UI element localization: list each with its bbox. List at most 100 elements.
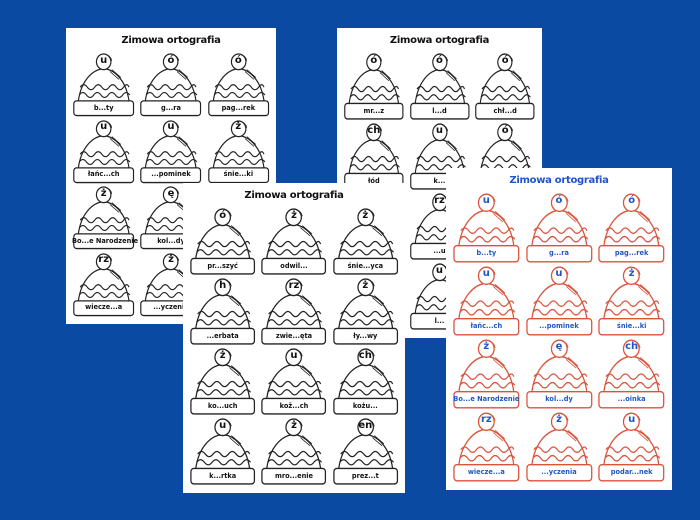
winter-hat-icon xyxy=(261,418,327,485)
word-with-gap: pag...rek xyxy=(614,248,649,257)
missing-letter: rz xyxy=(98,254,110,266)
hat-item: ż śnie...yca xyxy=(332,207,399,277)
missing-letter: ż xyxy=(100,187,107,199)
missing-letter: ę xyxy=(555,340,563,352)
missing-letter: ż xyxy=(362,209,369,221)
missing-letter: ó xyxy=(501,54,509,66)
hat-item: rz zwie...ęta xyxy=(260,277,327,347)
missing-letter: u xyxy=(482,194,490,206)
winter-hat-icon xyxy=(344,53,404,120)
winter-hat-icon xyxy=(73,252,135,316)
winter-hat-icon xyxy=(598,339,665,409)
hat-item: rz wiecze...a xyxy=(452,411,521,484)
word-with-gap: ...yczenia xyxy=(153,303,189,312)
missing-letter: u xyxy=(435,124,444,136)
winter-hat-icon xyxy=(598,193,665,263)
word-with-gap: śnie...yca xyxy=(347,261,384,270)
word-with-gap: g...ra xyxy=(549,248,569,257)
missing-letter: rz xyxy=(480,413,492,425)
missing-letter: rz xyxy=(288,279,300,291)
word-with-gap: ko...uch xyxy=(207,401,238,410)
hat-item: u ...pominek xyxy=(139,119,202,186)
missing-letter: ż xyxy=(628,267,635,279)
word-with-gap: kol...dy xyxy=(545,394,573,403)
winter-hat-icon xyxy=(475,53,535,120)
hat-item: rz wiecze...a xyxy=(72,252,135,319)
missing-letter: ch xyxy=(358,349,372,361)
winter-hat-icon xyxy=(332,418,398,485)
hat-item: ó pag...rek xyxy=(597,192,666,265)
winter-hat-icon xyxy=(261,278,327,345)
missing-letter: ż xyxy=(556,413,562,425)
word-with-gap: śnie...ki xyxy=(616,321,647,330)
word-with-gap: kož...ch xyxy=(279,401,309,410)
missing-letter: h xyxy=(219,279,227,291)
winter-hat-icon xyxy=(73,119,135,183)
winter-hat-icon xyxy=(140,53,202,117)
word-with-gap: ...erbata xyxy=(206,331,239,340)
winter-hat-icon xyxy=(453,193,520,263)
word-with-gap: mro...enie xyxy=(274,471,314,480)
word-with-gap: ...pominek xyxy=(151,170,191,179)
missing-letter: ó xyxy=(219,209,227,221)
winter-hat-icon xyxy=(453,412,520,482)
winter-hat-icon xyxy=(332,348,398,415)
word-with-gap: mr...z xyxy=(363,106,385,115)
missing-letter: ó xyxy=(436,54,443,66)
missing-letter: ó xyxy=(370,54,378,66)
missing-letter: rz xyxy=(434,194,445,206)
winter-hat-icon xyxy=(207,119,269,183)
missing-letter: u xyxy=(482,267,490,279)
word-with-gap: kol...dy xyxy=(157,236,185,245)
missing-letter: ó xyxy=(167,54,175,66)
missing-letter: ó xyxy=(628,194,636,206)
word-with-gap: podar...nek xyxy=(610,467,653,476)
winter-hat-icon xyxy=(598,266,665,336)
winter-hat-icon xyxy=(332,208,398,275)
missing-letter: u xyxy=(628,413,636,425)
word-with-gap: ...u xyxy=(433,246,446,255)
word-with-gap: b...ty xyxy=(93,103,114,112)
missing-letter: ch xyxy=(367,124,381,136)
word-with-gap: l...d xyxy=(432,106,447,115)
winter-hat-icon xyxy=(525,193,593,263)
missing-letter: ż xyxy=(291,419,297,431)
winter-hat-icon xyxy=(453,266,520,336)
word-with-gap: l... xyxy=(434,316,445,325)
word-with-gap: pr...szyć xyxy=(207,261,238,270)
word-with-gap: zwie...ęta xyxy=(275,331,313,340)
word-with-gap: wiecze...a xyxy=(467,467,505,476)
worksheet-title: Zimowa ortografia xyxy=(509,175,609,186)
hat-item: ę kol...dy xyxy=(525,338,594,411)
missing-letter: ch xyxy=(625,340,639,352)
hat-item: u...pominek xyxy=(525,265,594,338)
worksheet-title: Zimowa ortografia xyxy=(121,35,221,46)
winter-hat-icon xyxy=(140,119,202,183)
word-with-gap: g...ra xyxy=(161,103,181,112)
winter-hat-icon xyxy=(525,412,593,482)
winter-hat-icon xyxy=(190,208,256,275)
word-with-gap: ...pominek xyxy=(539,321,579,330)
missing-letter: u xyxy=(290,349,298,361)
word-with-gap: odwil... xyxy=(280,261,308,270)
word-with-gap: kożu... xyxy=(352,401,378,410)
word-with-gap: wiecze...a xyxy=(85,303,123,312)
word-with-gap: Bo...e Narodzenie xyxy=(453,394,520,403)
word-with-gap: ...oinka xyxy=(617,394,646,403)
missing-letter: ó xyxy=(555,194,563,206)
missing-letter: u xyxy=(167,121,175,133)
word-with-gap: łańc...ch xyxy=(470,321,503,330)
winter-hat-icon xyxy=(190,278,256,345)
hat-item: ch ...oinka xyxy=(597,338,666,411)
word-with-gap: pag...rek xyxy=(221,103,256,112)
